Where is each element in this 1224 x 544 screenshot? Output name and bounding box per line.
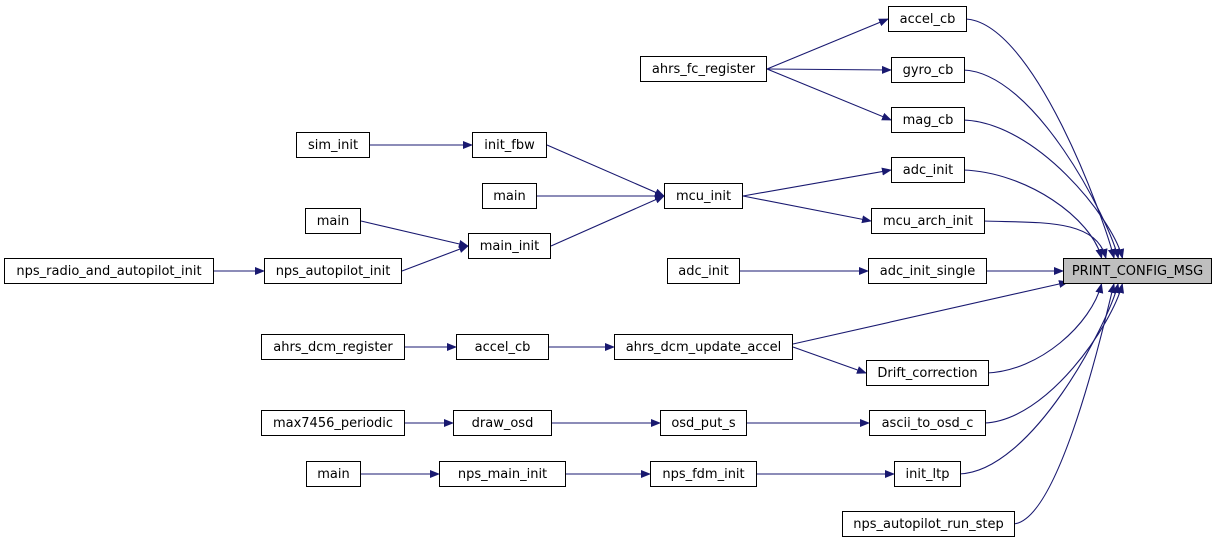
node-gyro-cb[interactable]: gyro_cb <box>891 57 965 83</box>
edge-ahrs-dcm-update-accel-to-print-config-msg <box>792 280 1069 345</box>
node-ahrs-fc-register[interactable]: ahrs_fc_register <box>640 56 767 82</box>
node-main-init[interactable]: main_init <box>468 233 551 259</box>
node-main[interactable]: main <box>306 461 361 487</box>
node-nps-radio-and-autopilot-init[interactable]: nps_radio_and_autopilot_init <box>4 258 214 284</box>
edge-ahrs-dcm-update-accel-to-drift-correction <box>792 346 867 374</box>
edge-ahrs-fc-register-to-accel-cb-1 <box>766 18 889 70</box>
node-ahrs-dcm-update-accel[interactable]: ahrs_dcm_update_accel <box>614 334 793 360</box>
node-draw-osd[interactable]: draw_osd <box>453 410 552 436</box>
node-nps-autopilot-init[interactable]: nps_autopilot_init <box>264 258 402 284</box>
edge-main-b-to-main-init <box>360 220 469 248</box>
edge-mag-cb-to-print-config-msg <box>962 119 1125 259</box>
edge-main-init-to-mcu-init <box>550 195 665 247</box>
node-mag-cb[interactable]: mag_cb <box>891 107 965 133</box>
node-sim-init[interactable]: sim_init <box>296 132 370 158</box>
edge-drift-correction-to-print-config-msg <box>986 283 1104 374</box>
node-adc-init-caller[interactable]: adc_init <box>667 258 740 284</box>
node-osd-put-s[interactable]: osd_put_s <box>660 410 747 436</box>
edge-init-ltp-to-print-config-msg <box>958 283 1120 475</box>
node-ahrs-dcm-register[interactable]: ahrs_dcm_register <box>261 334 405 360</box>
node-main[interactable]: main <box>305 208 361 234</box>
edge-nps-autopilot-init-to-main-init <box>401 245 469 272</box>
edge-accel-cb-1-to-print-config-msg <box>964 18 1116 259</box>
node-nps-autopilot-run-step[interactable]: nps_autopilot_run_step <box>842 511 1015 537</box>
edge-init-fbw-to-mcu-init <box>546 144 665 197</box>
edge-ahrs-fc-register-to-gyro-cb <box>766 65 892 74</box>
node-print-config-msg[interactable]: PRINT_CONFIG_MSG <box>1063 258 1212 284</box>
node-nps-fdm-init[interactable]: nps_fdm_init <box>650 461 757 487</box>
node-nps-main-init[interactable]: nps_main_init <box>439 461 566 487</box>
edge-nps-autopilot-run-step-to-print-config-msg <box>1012 283 1116 525</box>
node-init-fbw[interactable]: init_fbw <box>472 132 547 158</box>
node-adc-init[interactable]: adc_init <box>891 157 965 183</box>
node-accel-cb[interactable]: accel_cb <box>888 6 967 32</box>
node-mcu-arch-init[interactable]: mcu_arch_init <box>871 208 985 234</box>
node-adc-init-single[interactable]: adc_init_single <box>868 258 987 284</box>
node-ascii-to-osd-c[interactable]: ascii_to_osd_c <box>869 410 986 436</box>
edge-mcu-arch-init-to-print-config-msg <box>982 220 1108 259</box>
edge-ahrs-fc-register-to-mag-cb <box>766 68 892 121</box>
edge-adc-init-r-to-print-config-msg <box>962 169 1104 259</box>
node-drift-correction[interactable]: Drift_correction <box>866 360 989 386</box>
node-main[interactable]: main <box>482 183 537 209</box>
edge-mcu-init-to-adc-init-r <box>742 167 892 197</box>
node-mcu-init[interactable]: mcu_init <box>664 183 743 209</box>
edge-ascii-to-osd-c-to-print-config-msg <box>983 283 1125 424</box>
node-accel-cb-dcm[interactable]: accel_cb <box>456 334 549 360</box>
edge-mcu-init-to-mcu-arch-init <box>742 195 872 224</box>
node-max7456-periodic[interactable]: max7456_periodic <box>261 410 405 436</box>
edge-gyro-cb-to-print-config-msg <box>962 69 1120 259</box>
node-init-ltp[interactable]: init_ltp <box>894 461 961 487</box>
